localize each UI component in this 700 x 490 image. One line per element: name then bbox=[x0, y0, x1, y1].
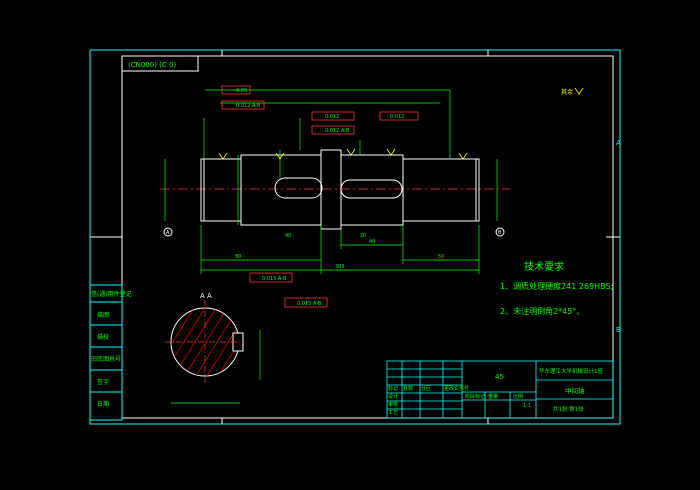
svg-text:描图: 描图 bbox=[97, 311, 109, 319]
svg-text:0.015 A-B: 0.015 A-B bbox=[262, 276, 287, 282]
svg-text:设计: 设计 bbox=[388, 393, 398, 400]
shaft-outline bbox=[200, 149, 480, 230]
left-frame-block: 借(通)用件登记 描图 描校 旧底图总号 签字 日期 bbox=[89, 284, 132, 421]
part-name: 中间轴 bbox=[565, 386, 585, 395]
svg-text:40: 40 bbox=[285, 233, 291, 239]
svg-text:20: 20 bbox=[360, 233, 366, 239]
roughness-marks bbox=[218, 87, 584, 160]
svg-text:借(通)用件登记: 借(通)用件登记 bbox=[91, 290, 132, 298]
svg-text:描校: 描校 bbox=[97, 333, 109, 341]
datum-markers: A B bbox=[163, 227, 505, 237]
title-block bbox=[386, 360, 614, 419]
svg-text:旧底图总号: 旧底图总号 bbox=[91, 355, 121, 363]
svg-text:重量: 重量 bbox=[488, 393, 498, 400]
school-name: 华东理工大学机械设计1班 bbox=[539, 367, 604, 375]
tolerance-frames bbox=[221, 85, 419, 308]
zone-letter-b: B bbox=[616, 326, 621, 334]
dimension-values: 80 50 303 40 20 40 bbox=[235, 233, 444, 270]
svg-text:0.012: 0.012 bbox=[325, 114, 339, 120]
svg-text:A: A bbox=[166, 230, 170, 236]
drawing-frame bbox=[89, 49, 621, 425]
roughness-note: 其余 bbox=[561, 88, 573, 96]
svg-text:比例: 比例 bbox=[513, 393, 523, 400]
svg-text:0.012: 0.012 bbox=[390, 114, 404, 120]
svg-text:80: 80 bbox=[235, 254, 241, 260]
zone-letter-a: A bbox=[616, 139, 621, 147]
svg-text:更改文件号: 更改文件号 bbox=[444, 385, 469, 392]
sheet-label: 共1张 第1张 bbox=[553, 405, 584, 413]
tech-req-2: 2、未注明倒角2*45°。 bbox=[500, 306, 584, 316]
svg-text:标记: 标记 bbox=[388, 385, 398, 392]
tech-req-1: 1、调质处理硬度241 269HBS; bbox=[500, 281, 613, 291]
svg-text:0.05: 0.05 bbox=[236, 88, 247, 94]
svg-text:50: 50 bbox=[438, 254, 444, 260]
svg-text:日期: 日期 bbox=[97, 400, 109, 408]
svg-text:1:1: 1:1 bbox=[523, 403, 531, 409]
svg-text:(CN000) (C 0): (CN000) (C 0) bbox=[128, 61, 176, 69]
svg-text:B: B bbox=[498, 230, 502, 236]
svg-text:0.012 A-B: 0.012 A-B bbox=[236, 103, 261, 109]
corner-stamp: (CN000) (C 0) bbox=[121, 55, 199, 72]
svg-text:签字: 签字 bbox=[97, 378, 109, 386]
tech-title: 技术要求 bbox=[524, 260, 564, 273]
overall-length: 303 bbox=[335, 264, 345, 270]
svg-text:0.012 A-B: 0.012 A-B bbox=[325, 128, 350, 134]
material: 45 bbox=[495, 373, 504, 381]
svg-text:0.015 A-B: 0.015 A-B bbox=[297, 301, 322, 307]
svg-text:分区: 分区 bbox=[421, 385, 431, 392]
svg-text:审核: 审核 bbox=[388, 401, 398, 408]
svg-text:阶段标记: 阶段标记 bbox=[465, 393, 485, 400]
tech-requirements: 技术要求 1、调质处理硬度241 269HBS; 2、未注明倒角2*45°。 bbox=[500, 260, 613, 316]
section-view: A A bbox=[165, 292, 261, 404]
title-block-text: 标记 处数 分区 更改文件号 设计 审核 工艺 阶段标记 重量 比例 1:1 bbox=[388, 385, 531, 416]
svg-text:处数: 处数 bbox=[403, 385, 413, 392]
svg-text:工艺: 工艺 bbox=[388, 410, 398, 416]
svg-text:A A: A A bbox=[200, 292, 212, 300]
dimensions bbox=[164, 89, 498, 274]
svg-text:40: 40 bbox=[369, 239, 375, 245]
